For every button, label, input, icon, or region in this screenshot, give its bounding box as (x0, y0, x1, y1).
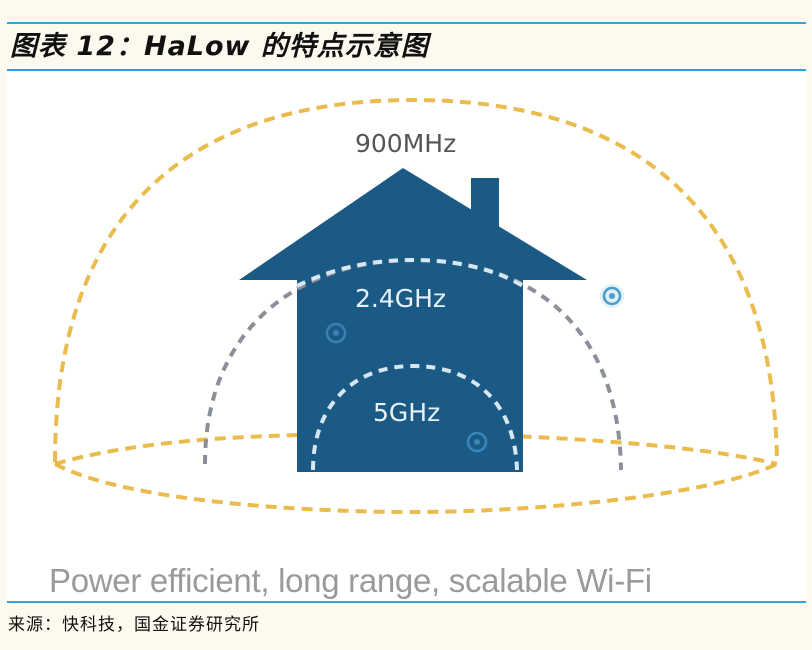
band-label-900mhz: 900MHz (355, 129, 457, 158)
source-note: 来源：快科技，国金证券研究所 (8, 615, 260, 635)
band-5ghz-arc (311, 363, 519, 471)
title-rule (7, 69, 806, 71)
diagram-caption: Power efficient, long range, scalable Wi… (49, 562, 652, 599)
band-900mhz-dome (53, 97, 779, 463)
bottom-rule (7, 601, 806, 603)
figure-title: 图表 12：HaLow 的特点示意图 (10, 31, 429, 62)
band-label-5ghz: 5GHz (373, 398, 441, 427)
wifi-device-icon (325, 322, 347, 344)
diagram-graphic (53, 97, 779, 515)
ground-ellipse-front (54, 462, 778, 515)
halow-diagram: 900MHz 2.4GHz 5GHz Power efficient, long… (7, 72, 806, 602)
wifi-device-icon (600, 284, 624, 308)
band-label-24ghz: 2.4GHz (355, 284, 447, 313)
wifi-device-icon (466, 431, 488, 453)
top-rule (7, 22, 806, 24)
